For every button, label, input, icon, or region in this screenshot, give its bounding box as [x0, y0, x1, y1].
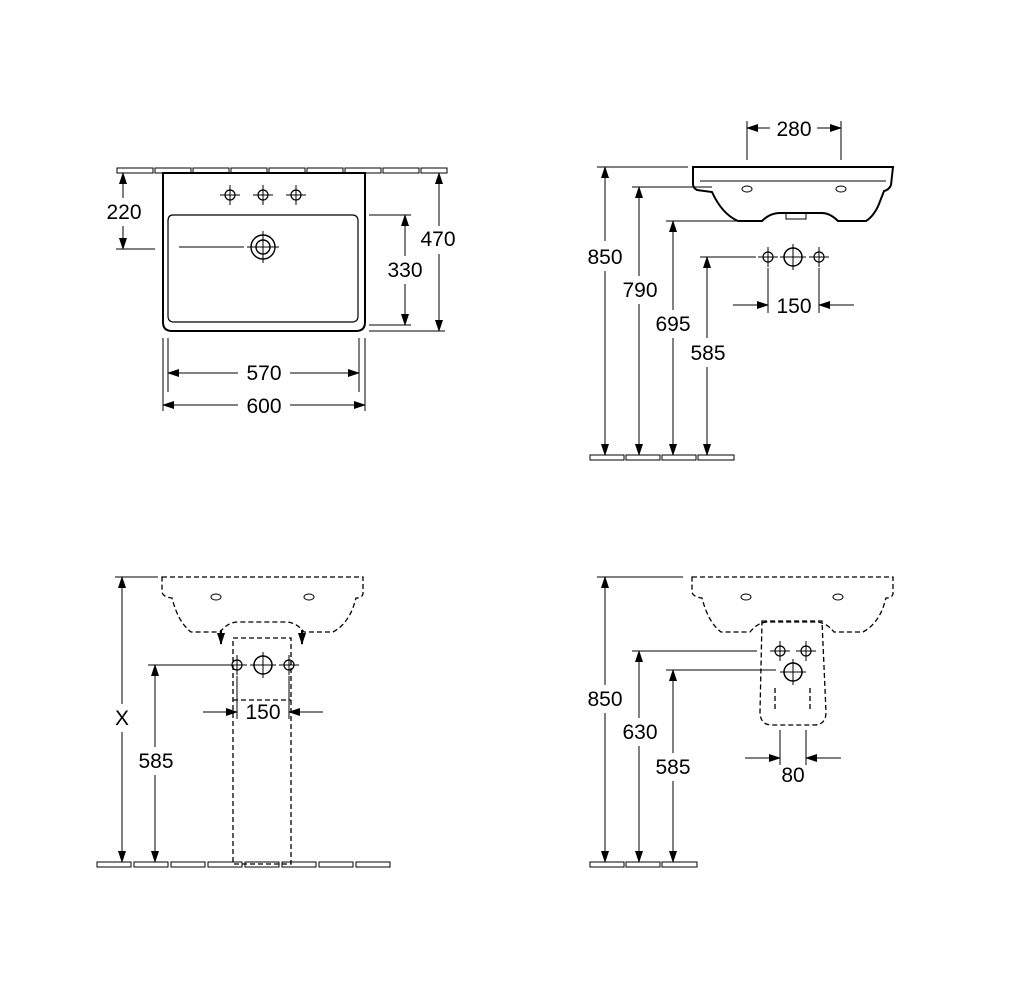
pedestal-view: X 585 150 — [96, 576, 391, 868]
waste-hole-icon — [249, 651, 277, 679]
floor-strip — [589, 454, 735, 461]
basin-outline-dashed — [161, 576, 364, 633]
dim-label: 470 — [420, 228, 455, 251]
supply-hole-icon — [226, 654, 248, 676]
semi-pedestal-dashed — [759, 620, 827, 726]
semi-pedestal-view: 850 630 585 80 — [587, 576, 894, 868]
supply-hole-icon — [795, 640, 817, 662]
dim-label: 850 — [587, 688, 622, 711]
dim-label: 280 — [776, 118, 811, 141]
tap-hole-icon — [285, 184, 307, 206]
dim-label: 850 — [587, 246, 622, 269]
supply-hole-icon — [278, 654, 300, 676]
dim-label: 600 — [246, 395, 281, 418]
bowl-outline — [167, 214, 359, 323]
supply-hole-icon — [808, 246, 830, 268]
basin-side-outline — [692, 166, 895, 222]
dim-label: 220 — [106, 201, 141, 224]
basin-outline — [162, 172, 366, 332]
basin-outline-dashed — [691, 576, 894, 633]
tap-hole-icon — [252, 184, 274, 206]
pedestal-dashed — [232, 637, 292, 865]
supply-hole-icon — [769, 640, 791, 662]
floor-strip — [589, 861, 698, 868]
dim-label: 150 — [245, 701, 280, 724]
dim-label: 80 — [781, 764, 804, 787]
dim-label: 585 — [138, 750, 173, 773]
dim-label: 585 — [655, 756, 690, 779]
waste-hole-icon — [779, 658, 807, 686]
dim-label: 790 — [622, 279, 657, 302]
dim-label: 330 — [387, 259, 422, 282]
dim-label: 585 — [690, 342, 725, 365]
wall-strip — [116, 167, 448, 174]
tap-hole-icon — [219, 184, 241, 206]
dim-label: 150 — [776, 295, 811, 318]
dim-label: 570 — [246, 362, 281, 385]
waste-hole-icon — [779, 243, 807, 271]
side-view: 280 850 790 695 585 150 — [587, 118, 895, 461]
waste-outlet-icon — [247, 231, 279, 263]
dim-label: X — [115, 707, 129, 730]
dim-label: 695 — [655, 313, 690, 336]
top-view: 220 470 330 570 600 — [106, 167, 456, 418]
supply-hole-icon — [757, 246, 779, 268]
dim-label: 630 — [622, 721, 657, 744]
